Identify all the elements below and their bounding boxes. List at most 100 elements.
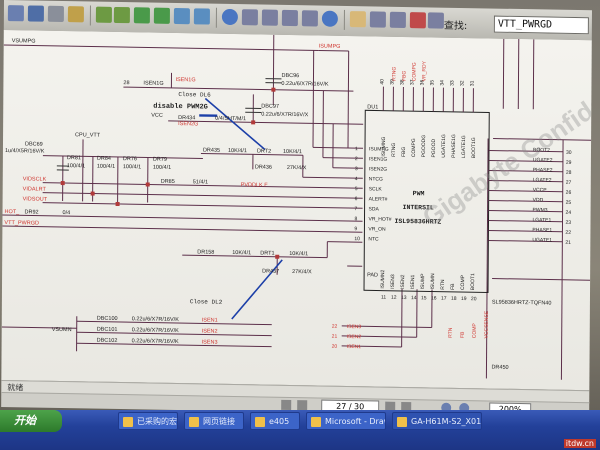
annotation-stroke: [204, 97, 266, 151]
ic-top-pin-number: 40: [379, 79, 385, 85]
snapshot-icon[interactable]: [261, 9, 278, 26]
wire: [312, 146, 364, 149]
ic-top-pin-number: 37: [409, 79, 415, 85]
ic-top-pin-number: 34: [439, 80, 445, 86]
wire: [76, 331, 272, 337]
ic-bottom-pin-number: 14: [411, 295, 417, 301]
toolbar-separator: [343, 9, 345, 30]
ic-left-pin-number: 4: [355, 176, 358, 182]
open-icon[interactable]: [7, 5, 24, 22]
first-page-icon[interactable]: [281, 399, 292, 411]
search-input[interactable]: VTT_PWRGD: [493, 15, 589, 35]
bottom-net-label: ISEN3: [347, 324, 362, 330]
prev-page-icon[interactable]: [95, 6, 112, 23]
label-drt2-val: 10K/4/1: [283, 149, 302, 155]
label-dr436-val: 27K/4/X: [287, 165, 307, 171]
label-dr450: DR450: [491, 365, 508, 371]
taskbar-item[interactable]: GA-H61M-S2_X01: [392, 412, 482, 430]
label-dr85-val: 51/4/1: [193, 179, 208, 185]
fit-width-icon[interactable]: [301, 10, 318, 27]
start-button[interactable]: 开始: [0, 410, 62, 432]
ic-right-pin-number: 21: [565, 240, 571, 246]
find-icon[interactable]: [369, 11, 386, 28]
forward-icon[interactable]: [193, 8, 210, 25]
ic-right-pin-number: 30: [566, 150, 572, 156]
select-icon[interactable]: [241, 9, 258, 26]
ic-top-pin-number: 39: [389, 79, 395, 85]
junction-dot: [90, 191, 95, 196]
ic-right-pin-name: LGATE2: [533, 177, 552, 183]
fit-page-icon[interactable]: [281, 9, 298, 27]
ic-top-pin-name: ISUMNG: [381, 136, 387, 156]
zoom-in-icon[interactable]: [221, 8, 238, 26]
label-vidsclk: VIDSCLK: [23, 176, 47, 182]
prev-page-icon[interactable]: [297, 400, 308, 411]
label-vcc: VCC: [151, 113, 163, 119]
ic-left-pin-name: NTCG: [369, 176, 383, 182]
next-page-icon[interactable]: [113, 6, 130, 24]
ic-left-pin-number: 3: [355, 166, 358, 172]
label-cpu-vtt: CPU_VTT: [75, 132, 101, 138]
last-page-icon[interactable]: [153, 7, 170, 24]
ic-bottom-pin-name: ISEN3: [390, 274, 396, 289]
ic-left-pin-number: 10: [354, 236, 360, 242]
wire: [42, 202, 363, 209]
ic-bottom-pin-number: 15: [421, 295, 427, 301]
ic-top-pin-number: 31: [469, 80, 475, 86]
ic-top-pin-name: COMPG: [411, 138, 417, 157]
zoom-out-icon[interactable]: [321, 10, 338, 27]
save-icon[interactable]: [27, 5, 44, 22]
taskbar-item[interactable]: 已采购的宏克 - 1: [118, 412, 178, 430]
ic-top-pin-number: 38: [399, 79, 405, 85]
annotate-icon[interactable]: [427, 12, 444, 29]
label-dr158: DR158: [197, 249, 214, 255]
ic-left-pin-name: SDA: [369, 206, 380, 212]
label-pvdd-ok: PVDDLK F: [241, 182, 269, 188]
ic-bottom-pin-number: 13: [401, 295, 407, 301]
wire: [3, 44, 319, 51]
binoculars-icon[interactable]: [389, 11, 406, 29]
label-dr437: DR437: [262, 269, 279, 275]
ic-right-pin-name: UGATE1: [532, 237, 552, 243]
label-cap-bottom-3: DBC102: [97, 338, 118, 344]
ic-right-pin-name: PHASE1: [532, 227, 552, 233]
label-cap-bottom-3-val: 0.22u/6/X7R/16V/K: [132, 338, 179, 345]
label-dr81: DR81: [67, 155, 81, 161]
wire: [322, 157, 363, 159]
ic-right-pin-name: PWM3: [533, 207, 548, 213]
back-icon[interactable]: [173, 7, 190, 25]
email-icon[interactable]: [67, 6, 84, 23]
ic-top-pin-number: 35: [429, 80, 435, 86]
label-isen1g-red: ISEN1G: [175, 77, 195, 83]
label-ic-ref: DU1: [367, 104, 378, 110]
ic-pin-line: [488, 239, 563, 243]
bottom-red-net-label: RTN: [448, 327, 454, 338]
print-icon[interactable]: [47, 5, 64, 23]
ic-right-pin-number: 29: [566, 160, 572, 166]
ic-bottom-pin-name: COMP: [460, 274, 466, 290]
wire: [42, 155, 203, 159]
label-close-dl6: Close DL6: [178, 91, 211, 99]
ic-top-pin-name: PHASE1G: [451, 134, 457, 158]
ic-pin-line: [488, 169, 563, 173]
taskbar-item[interactable]: e405: [250, 412, 300, 430]
label-dbc96: DBC96: [281, 73, 299, 79]
document-canvas[interactable]: VSUMPG ISUMPG 28 ISEN1G ISEN1G ISEN2G DB…: [1, 29, 592, 391]
label-ic-title-1: PWM: [413, 190, 425, 197]
wire: [1, 326, 77, 329]
text-tool-icon[interactable]: [409, 12, 426, 29]
ic-left-pin-name: ALERT#: [369, 196, 388, 202]
hand-tool-icon[interactable]: [349, 11, 366, 28]
taskbar-item[interactable]: Microsoft - Draw: [306, 412, 386, 430]
wire: [327, 241, 363, 243]
first-page-icon[interactable]: [133, 7, 150, 24]
label-dr81-val: 100/4/1: [67, 163, 85, 169]
ic-right-pin-number: 28: [566, 170, 572, 176]
label-vtt-pwrgd: VTT_PWRGD: [4, 220, 39, 227]
label-close-dl2: Close DL2: [190, 298, 223, 306]
monitor-screen: 查找: VTT_PWRGD: [1, 0, 592, 422]
taskbar-item[interactable]: 网页链接: [184, 412, 244, 430]
ic-right-pin-name: UGATE2: [533, 157, 553, 163]
bottom-red-net-label: FB: [460, 331, 466, 338]
ic-bottom-pin-number: 18: [451, 296, 457, 302]
